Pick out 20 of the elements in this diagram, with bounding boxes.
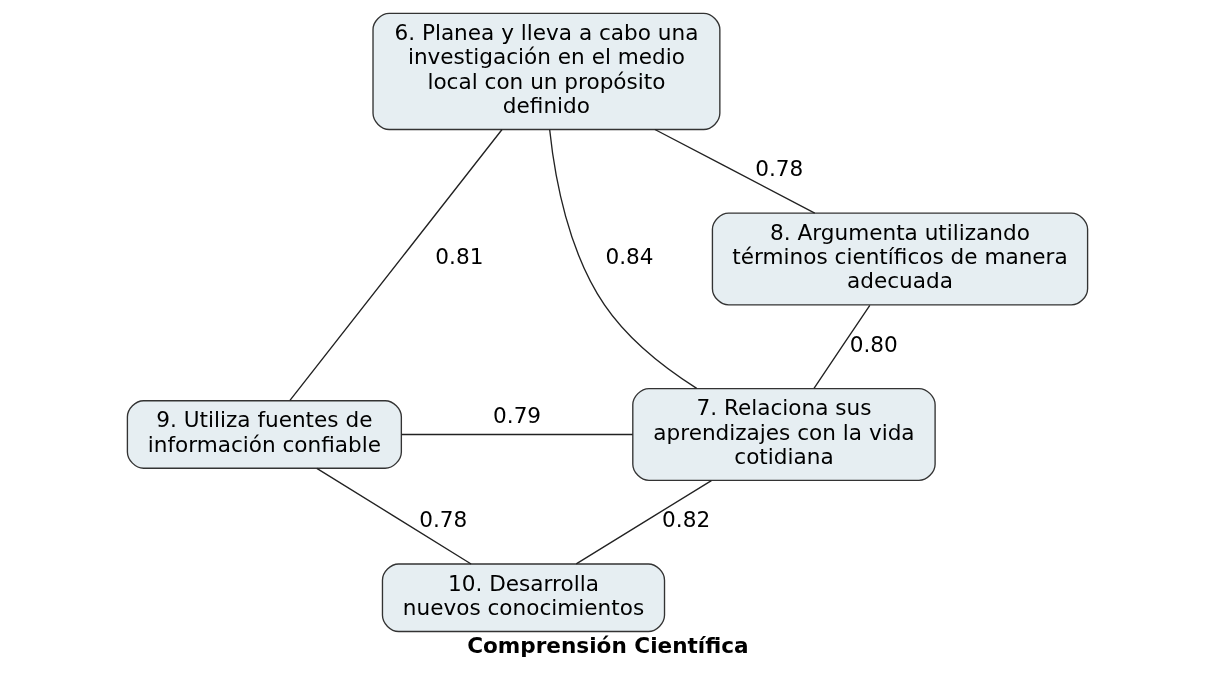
edge-label: 0.78: [418, 507, 467, 533]
connector: [575, 479, 712, 565]
edge-label: 0.80: [849, 331, 898, 357]
edge-label: 0.82: [661, 507, 710, 533]
connector: [548, 129, 697, 390]
node-box: 6. Planea y lleva a cabo una investigación en el medio local con un propósito definido: [371, 12, 721, 131]
edge-label: 0.84: [604, 244, 653, 270]
connector: [288, 128, 503, 402]
node-box: 7. Relaciona sus aprendizajes con la vida cotidiana: [631, 387, 936, 482]
caption: Comprensión Científica: [466, 632, 749, 658]
edge-label: 0.79: [492, 403, 541, 429]
node-box: 10. Desarrolla nuevos conocimientos: [381, 563, 665, 633]
connector: [812, 304, 870, 390]
connector: [315, 467, 472, 565]
edge-label: 0.81: [434, 244, 483, 270]
node-box: 9. Utiliza fuentes de información confiable: [126, 400, 402, 469]
node-box: 8. Argumenta utilizando términos científicos de manera adecuada: [711, 212, 1088, 306]
edge-label: 0.78: [754, 156, 803, 182]
connector: [400, 433, 633, 436]
connector: [653, 128, 815, 214]
